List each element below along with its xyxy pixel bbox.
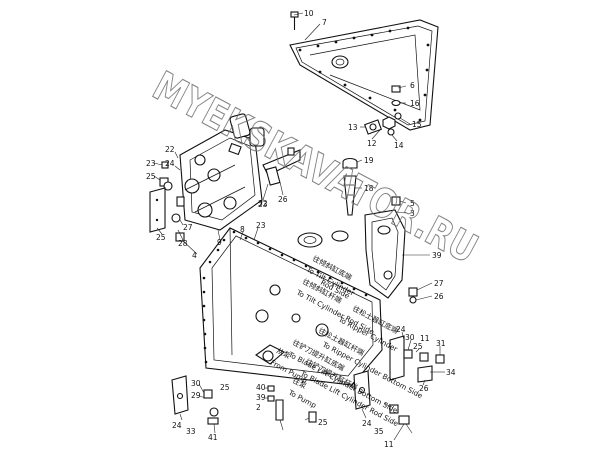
leader-lines — [153, 12, 445, 441]
callout: 28 — [178, 239, 188, 248]
callout: 23 — [256, 221, 266, 230]
callout: 25 — [220, 383, 230, 392]
oil-pan-assembly — [289, 19, 439, 131]
callout: 27 — [183, 223, 193, 232]
callout: 18 — [364, 184, 374, 193]
callout: 34 — [446, 368, 456, 377]
transmission-case — [199, 227, 383, 386]
callout: 26 — [419, 384, 429, 393]
callout: 26 — [278, 195, 288, 204]
callout: 29 — [191, 391, 201, 400]
callout: 11 — [420, 334, 430, 343]
callout: 40 — [256, 383, 266, 392]
callout: 13 — [348, 123, 358, 132]
callout: 39 — [432, 251, 442, 260]
callout: 25 — [156, 233, 166, 242]
callout: 25 — [413, 342, 423, 351]
callout: 33 — [186, 427, 196, 436]
callout: 41 — [208, 433, 218, 442]
callout: 9 — [217, 238, 222, 247]
callout: 5 — [410, 199, 415, 208]
bottom-right-bracket — [353, 370, 410, 425]
strainer-19-18 — [342, 157, 358, 216]
callout: 16 — [410, 99, 420, 108]
callout: 23 — [258, 200, 268, 209]
callout: 2 — [256, 403, 261, 412]
callout: 24 — [172, 421, 182, 430]
callout: 4 — [192, 251, 197, 260]
callout: 12 — [367, 139, 377, 148]
callout: 25 — [318, 418, 328, 427]
callout: 27 — [434, 279, 444, 288]
callout: 10 — [304, 9, 314, 18]
callout: 26 — [434, 292, 444, 301]
callout: 8 — [240, 225, 245, 234]
bottom-left-bracket — [171, 375, 219, 425]
callout: 11 — [384, 440, 394, 449]
callout: 19 — [364, 156, 374, 165]
callout: 30 — [191, 379, 201, 388]
callout: 35 — [374, 427, 384, 436]
callout: 7 — [322, 18, 327, 27]
callout: 32 — [258, 199, 268, 208]
callout: 23 — [146, 159, 156, 168]
callout: 24 — [396, 325, 406, 334]
left-fittings — [149, 161, 185, 242]
right-bracket — [364, 196, 406, 299]
callout: 39 — [256, 393, 266, 402]
right-fittings — [389, 287, 445, 383]
callout: 24 — [165, 159, 175, 168]
bolt-10-icon — [290, 11, 299, 30]
callout: 14 — [394, 141, 404, 150]
valve-bracket — [262, 147, 301, 186]
callout: 15 — [412, 120, 422, 129]
callout: 25 — [146, 172, 156, 181]
caption-to-pump-en: To Pump — [286, 387, 318, 410]
callout: 31 — [436, 339, 446, 348]
drain-plug-parts — [364, 85, 402, 136]
callout-numbers: 10 7 6 16 15 13 12 14 19 18 5 3 23 25 22… — [146, 9, 456, 449]
callout: 22 — [165, 145, 175, 154]
callout: 30 — [405, 333, 415, 342]
callout: 24 — [362, 419, 372, 428]
callout: 3 — [410, 209, 415, 218]
bottom-center-fittings — [267, 385, 317, 423]
callout: 6 — [410, 81, 415, 90]
control-valve-assembly — [179, 113, 265, 231]
